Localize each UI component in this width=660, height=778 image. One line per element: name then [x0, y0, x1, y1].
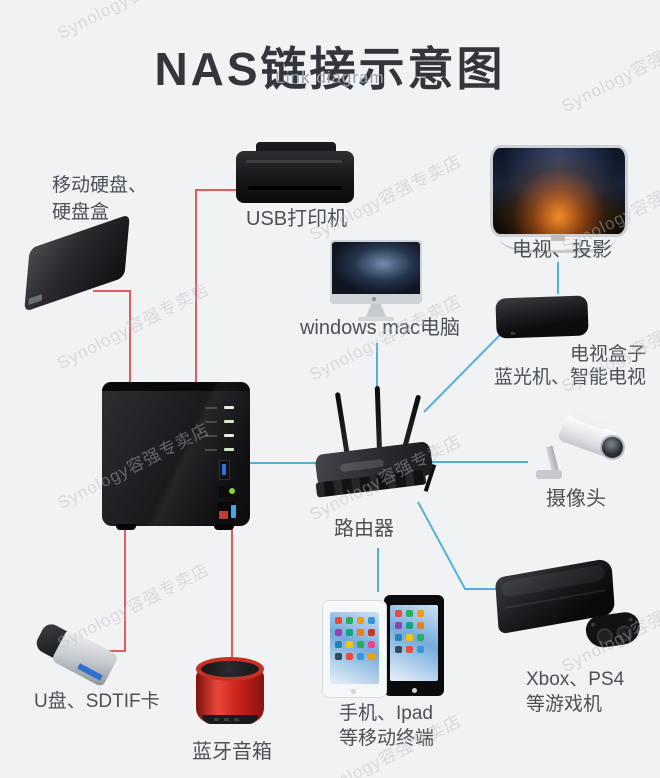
tv-label: 电视、投影	[512, 239, 612, 261]
router-label: 路由器	[334, 518, 394, 540]
usb-link-hdd-h	[93, 290, 131, 292]
black-tablet	[384, 595, 444, 696]
nas-top-bevel	[102, 382, 250, 391]
page-title: NAS链接示意图	[154, 42, 506, 95]
usb-link-speaker-v	[231, 512, 233, 661]
printer-label: USB打印机	[246, 208, 348, 230]
game-label-line2: 等游戏机	[526, 694, 603, 715]
tvbox-label-line1: 电视盒子	[569, 344, 646, 365]
external-hdd-illustration	[18, 214, 138, 315]
router-logo	[339, 458, 385, 473]
imac-stand	[366, 304, 386, 317]
camera-body	[557, 411, 629, 464]
hdd-label: 移动硬盘、 硬盘盒	[52, 172, 147, 226]
camera-hood	[571, 411, 608, 431]
camera-label: 摄像头	[546, 488, 606, 510]
tvbox-body	[495, 295, 589, 339]
net-link-computer	[376, 343, 378, 396]
imac-base	[358, 317, 394, 321]
page-subtitle: Link diagram	[275, 68, 385, 87]
usb-drive-label: U盘、SDTIF卡	[34, 691, 160, 712]
hdd-port	[28, 294, 43, 306]
black-tablet-screen	[390, 605, 438, 681]
gamepad-body	[584, 610, 642, 650]
usb-flash-connector	[77, 663, 103, 681]
usb-link-hdd-v	[129, 290, 131, 382]
tv-illustration	[490, 145, 628, 255]
ip-camera-illustration	[534, 411, 629, 492]
mobile-label-line1: 手机、Ipad	[339, 703, 433, 724]
tvbox-illustration	[494, 291, 590, 345]
nas-lan-port	[217, 502, 236, 521]
nas-usb-port	[219, 460, 230, 480]
app-grid	[335, 617, 342, 624]
speaker-base-band	[202, 715, 258, 724]
net-link-mobile	[377, 548, 379, 592]
printer-glint	[246, 160, 342, 163]
nas-illustration	[102, 378, 252, 530]
speaker-mesh	[201, 661, 259, 677]
camera-mount-base	[536, 470, 562, 479]
game-console-illustration	[494, 556, 646, 666]
gamepad-button	[628, 617, 633, 622]
game-label-line1: Xbox、PS4	[526, 669, 625, 690]
nas-led-row	[205, 434, 234, 437]
gamepad-stick	[595, 627, 614, 646]
gamepad-button	[590, 622, 596, 627]
printer-output-slot	[248, 186, 342, 190]
net-link-camera	[432, 461, 528, 463]
nas-foot	[214, 524, 234, 530]
hdd-body	[24, 214, 130, 312]
router-antenna	[334, 392, 351, 458]
gamepad-stick	[615, 624, 634, 643]
net-link-game-h	[464, 588, 508, 590]
imac-illustration	[328, 240, 424, 322]
home-button	[351, 689, 356, 694]
nas-foot	[116, 524, 136, 530]
white-tablet	[322, 600, 387, 698]
nas-led-row	[205, 448, 234, 451]
nas-led-row	[205, 406, 234, 409]
net-link-tv-tvbox	[557, 262, 559, 294]
gamepad	[584, 610, 644, 656]
net-link-game-diag	[417, 501, 466, 590]
imac-screen	[332, 242, 420, 294]
tvbox-label-line2: 蓝光机、智能电视	[494, 367, 647, 388]
speaker-label: 蓝牙音箱	[192, 741, 272, 763]
tv-neck	[551, 235, 565, 241]
white-tablet-screen	[330, 612, 379, 684]
router-illustration	[314, 385, 446, 514]
camera-lens	[596, 431, 629, 464]
tvbox-front-dot	[510, 331, 516, 336]
nas-status-led	[219, 486, 235, 497]
speaker-button	[224, 718, 229, 721]
home-button	[412, 688, 417, 693]
hdd-label-line1: 移动硬盘、	[52, 175, 148, 196]
usb-link-printer-v	[195, 189, 197, 382]
speaker-button	[234, 718, 239, 721]
net-link-nas-router	[228, 462, 328, 464]
mobile-devices-illustration	[322, 593, 454, 703]
game-label: Xbox、PS4 等游戏机	[526, 667, 624, 717]
usb-link-printer-h	[195, 189, 238, 191]
tv-stand	[500, 239, 616, 253]
nas-led-row	[205, 420, 234, 423]
speaker-button	[214, 718, 219, 721]
usb-link-udisk-v	[124, 526, 126, 652]
tv-screen	[490, 145, 628, 237]
printer-body	[236, 151, 354, 203]
tvbox-label: 电视盒子 蓝光机、智能电视	[494, 343, 646, 389]
hdd-label-line2: 硬盘盒	[52, 202, 110, 223]
computer-label: windows mac电脑	[299, 317, 461, 339]
mobile-label-line2: 等移动终端	[339, 728, 435, 749]
mobile-label: 手机、Ipad 等移动终端	[339, 701, 434, 751]
app-grid	[395, 610, 402, 617]
bt-speaker-illustration	[192, 655, 270, 737]
usb-printer-illustration	[236, 142, 356, 208]
nas-body	[102, 382, 250, 526]
imac-logo	[372, 297, 376, 301]
